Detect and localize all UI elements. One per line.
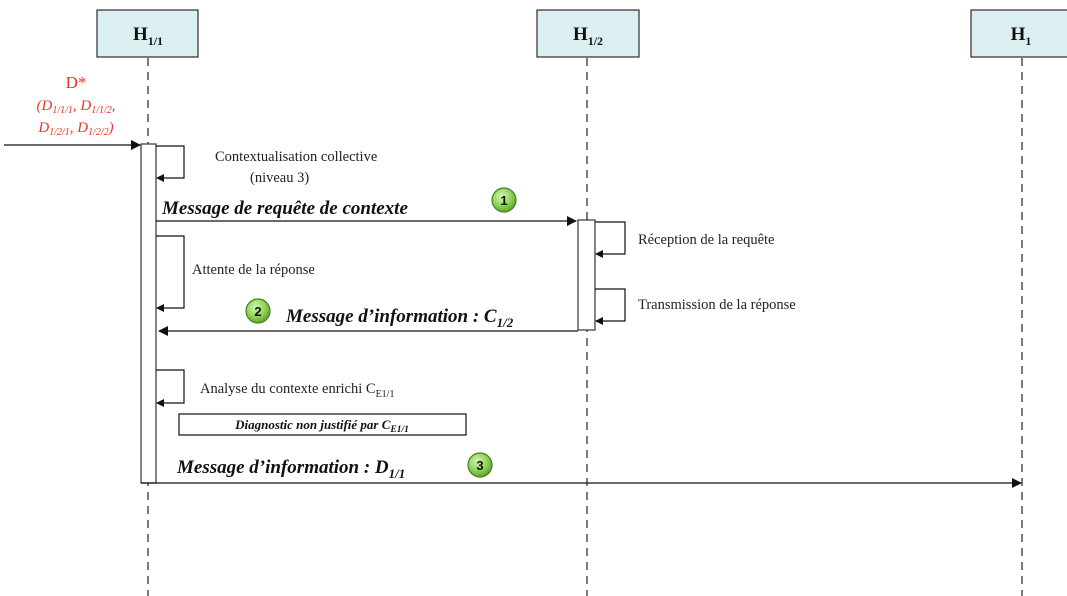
message-3-label: Message d’information : D1/1: [176, 457, 405, 481]
self-loop-contextualisation: [156, 145, 185, 182]
input-params-line1: (D1/1/1, D1/1/2,: [36, 98, 115, 116]
input-title: D*: [66, 73, 87, 92]
self-loop-analyse: [156, 369, 185, 407]
step-badge-2: 2: [245, 298, 271, 324]
step-badge-3-number: 3: [476, 458, 483, 473]
step-badge-1: 1: [491, 187, 517, 213]
actor-h12: H1/2: [536, 9, 640, 58]
note-contextualisation-line2: (niveau 3): [250, 170, 309, 186]
input-annotation: D* (D1/1/1, D1/1/2, D1/2/1, D1/2/2): [36, 73, 115, 138]
input-params-line2: D1/2/1, D1/2/2): [37, 120, 113, 138]
actor-h11-label: H1/1: [133, 24, 163, 48]
note-reception: Réception de la requête: [638, 232, 774, 248]
step-badge-2-number: 2: [254, 304, 261, 319]
diagnostic-box: Diagnostic non justifié par CE1/1: [178, 413, 467, 436]
actor-h12-label: H1/2: [573, 24, 603, 48]
note-contextualisation-line1: Contextualisation collective: [215, 149, 377, 165]
note-transmission: Transmission de la réponse: [638, 297, 796, 313]
self-loop-attente: [156, 235, 185, 312]
actor-h1-label: H1: [1011, 24, 1032, 48]
activation-h11: [140, 143, 157, 484]
self-loop-reception: [595, 221, 626, 258]
note-analyse: Analyse du contexte enrichi CE1/1: [200, 381, 394, 400]
actor-h1: H1: [970, 9, 1067, 58]
step-badge-1-number: 1: [500, 193, 507, 208]
diagnostic-label: Diagnostic non justifié par CE1/1: [234, 417, 409, 435]
actor-h11: H1/1: [96, 9, 199, 58]
step-badge-3: 3: [467, 452, 493, 478]
self-loop-transmission: [595, 288, 626, 325]
message-1-label: Message de requête de contexte: [161, 198, 408, 219]
note-attente: Attente de la réponse: [192, 262, 315, 278]
activation-h12: [577, 219, 596, 331]
message-2-label: Message d’information : C1/2: [285, 306, 514, 330]
